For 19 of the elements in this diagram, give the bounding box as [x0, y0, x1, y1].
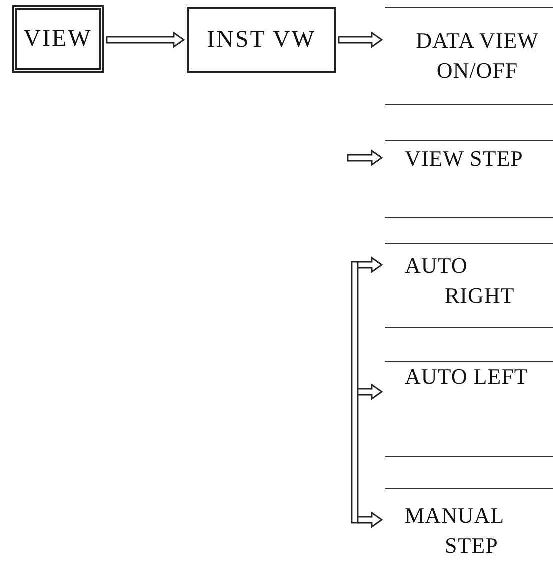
box-label: INST VW: [207, 26, 316, 55]
softkey-label: AUTO LEFT: [405, 363, 530, 391]
hollow-arrow: [357, 384, 384, 400]
hollow-arrow: [357, 512, 384, 528]
softkey-label: AUTO RIGHT: [405, 252, 516, 310]
softkey-label: MANUAL STEP: [405, 502, 505, 560]
hollow-arrow: [106, 32, 186, 48]
hollow-arrow: [357, 256, 384, 274]
box-label: VIEW: [24, 25, 92, 54]
softkey-slot: [385, 7, 553, 105]
softkey-slot: [385, 140, 553, 218]
softkey-label: DATA VIEW ON/OFF: [415, 27, 540, 85]
menu-box: [12, 5, 104, 73]
softkey-slot: [385, 361, 553, 457]
hollow-arrow: [347, 150, 384, 166]
softkey-label: VIEW STEP: [405, 145, 524, 173]
menu-box: [187, 7, 336, 73]
hollow-arrow: [338, 32, 384, 48]
softkey-slot: [385, 243, 553, 328]
